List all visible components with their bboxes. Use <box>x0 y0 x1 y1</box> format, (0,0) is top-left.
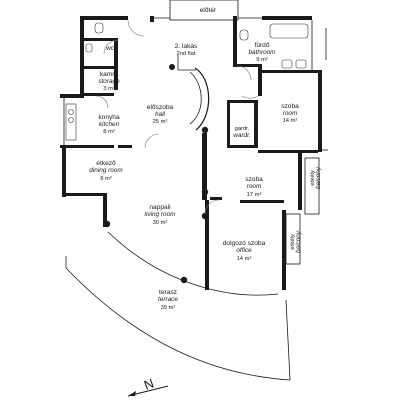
label-terasz: terasz <box>159 289 177 296</box>
label-terasz-en: terrace <box>158 296 178 303</box>
label-dolgozo-area: 14 m² <box>237 256 252 262</box>
label-lakas: 2. lakás <box>175 43 198 50</box>
label-eloszoba-en: hall <box>155 111 166 118</box>
sink-fixture <box>295 59 307 69</box>
label-eloszoba-area: 25 m² <box>153 119 168 125</box>
label-konyha-en: kitchen <box>99 121 120 128</box>
label-dolgozo-en: office <box>236 247 252 254</box>
label-gardr-en: wardr. <box>233 132 251 139</box>
outline-lines <box>63 0 328 381</box>
sink-fixture <box>281 59 293 69</box>
north-arrow-icon <box>128 391 136 396</box>
doors <box>95 19 259 215</box>
label-terasz-area: 39 m² <box>161 305 176 311</box>
label-furdo-area: 9 m² <box>256 57 268 63</box>
label-wc: wc <box>105 45 115 52</box>
label-szoba-2-en: room <box>247 183 262 190</box>
label-eloter: előtér <box>200 7 217 14</box>
label-konyha: konyha <box>98 114 120 121</box>
label-szoba-1: szoba <box>281 103 299 110</box>
label-gardr: gardr. <box>235 126 250 132</box>
fixtures <box>65 22 309 141</box>
label-nappali-en: living room <box>145 211 177 218</box>
label-szoba-1-area: 14 m² <box>283 118 298 124</box>
label-furdo-en: bathroom <box>249 49 277 56</box>
label-kamra-area: 3 m² <box>103 86 115 92</box>
label-eloszoba: előszoba <box>147 104 174 111</box>
label-szoba-2-area: 17 m² <box>247 192 262 198</box>
label-nappali: nappali <box>149 204 171 211</box>
label-erkely-2: erkély <box>290 234 296 250</box>
label-furdo: fürdő <box>254 42 269 49</box>
washbasin-fixture <box>85 43 93 53</box>
label-kamra-en: storage <box>98 78 120 85</box>
bathtub-fixture <box>269 23 309 39</box>
label-kamra: kamra <box>100 71 119 78</box>
room-labels: előtér 2. lakás 2nd flat wc fürdő bathro… <box>89 7 322 311</box>
label-nappali-area: 30 m² <box>153 220 168 226</box>
toilet-fixture <box>94 22 104 34</box>
north-label: N <box>142 376 156 393</box>
label-erkely-2-en: balcony <box>295 230 302 253</box>
label-szoba-2: szoba <box>245 176 263 183</box>
label-lakas-en: 2nd flat <box>176 51 195 57</box>
north-arrow: N <box>127 376 169 397</box>
walls <box>60 16 322 290</box>
label-etkezo-area: 8 m² <box>100 176 112 182</box>
label-dolgozo: dolgozó szoba <box>223 240 266 247</box>
label-konyha-area: 8 m² <box>103 129 115 135</box>
label-etkezo: étkező <box>96 160 116 167</box>
label-szoba-1-en: room <box>283 110 298 117</box>
label-etkezo-en: dining room <box>89 167 123 174</box>
label-erkely-1: erkély <box>310 170 316 186</box>
label-erkely-1-en: balcony <box>315 166 322 189</box>
toilet-fixture <box>239 29 249 41</box>
